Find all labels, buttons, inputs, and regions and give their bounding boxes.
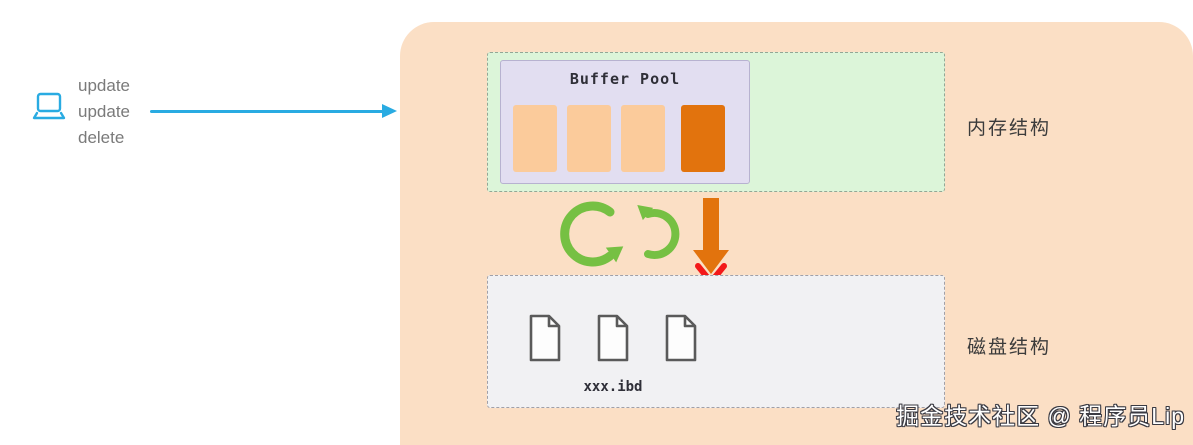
cycle-arrows-icon (548, 196, 738, 311)
laptop-icon (30, 92, 68, 129)
client-arrow (150, 110, 384, 113)
watermark: 掘金技术社区 @ 程序员Lip (896, 403, 1185, 429)
client-arrow-head-icon (382, 104, 397, 118)
memory-structure-label: 内存结构 (967, 118, 1052, 139)
document-icon (527, 314, 563, 367)
document-icon (595, 314, 631, 367)
buffer-pool: Buffer Pool (500, 60, 750, 184)
operation-label: delete (78, 128, 125, 147)
disk-structure-label: 磁盘结构 (967, 337, 1052, 358)
operation-label: update (78, 102, 130, 121)
buffer-page-dirty (681, 105, 725, 172)
buffer-page-clean (567, 105, 611, 172)
disk-files (527, 314, 699, 367)
operation-label: update (78, 76, 130, 95)
buffer-page-clean (513, 105, 557, 172)
client-operations: update update delete (78, 73, 130, 151)
ibd-file-name: xxx.ibd (583, 379, 643, 395)
document-icon (663, 314, 699, 367)
buffer-pool-pages (513, 105, 725, 172)
buffer-pool-title: Buffer Pool (569, 70, 681, 88)
buffer-page-clean (621, 105, 665, 172)
disk-region (487, 275, 945, 408)
